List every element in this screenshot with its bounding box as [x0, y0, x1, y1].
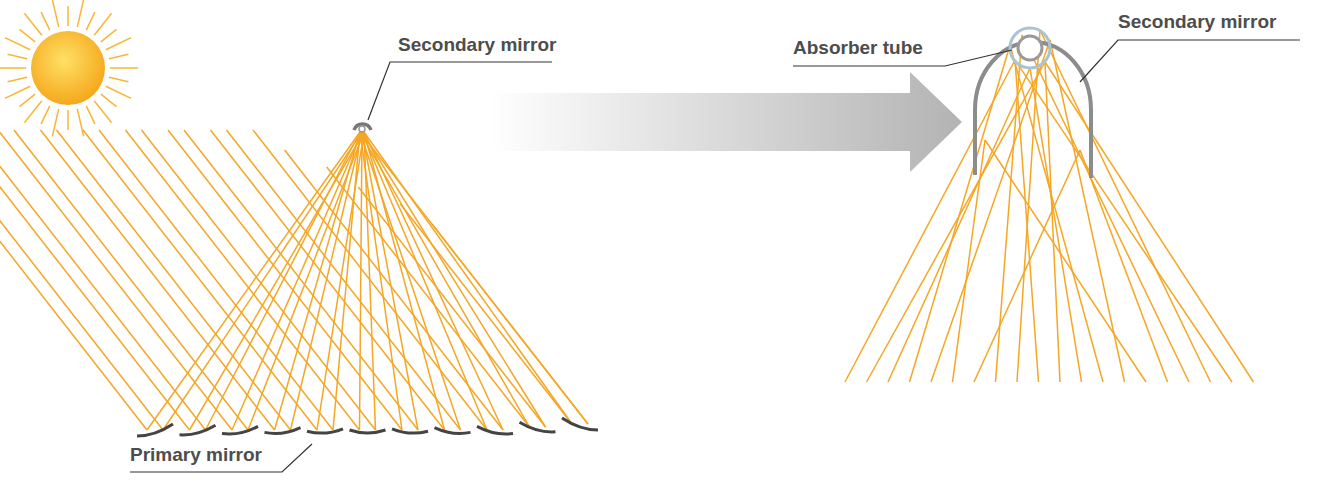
- ray: [1022, 35, 1189, 382]
- leader-line: [368, 62, 552, 120]
- sun: [31, 31, 105, 105]
- primary-mirror-segment: [477, 426, 513, 434]
- glass-envelope: [1010, 28, 1050, 68]
- ray: [0, 130, 147, 430]
- ray: [1045, 62, 1254, 382]
- ray: [41, 106, 50, 124]
- ray: [67, 110, 69, 130]
- primary-mirror-segment: [392, 429, 428, 433]
- ray: [24, 13, 41, 35]
- ray: [24, 101, 41, 123]
- ray: [360, 132, 588, 424]
- secondary-mirror: [975, 42, 1091, 178]
- ray: [142, 130, 376, 430]
- ray: [400, 204, 572, 424]
- ray: [101, 94, 117, 106]
- sun-rays: [0, 0, 138, 136]
- leader-lines: [130, 40, 1300, 472]
- ray: [362, 132, 546, 427]
- ray: [953, 140, 986, 382]
- ray: [996, 35, 1023, 382]
- ray: [20, 29, 36, 41]
- ray: [888, 68, 1030, 382]
- ray: [94, 13, 111, 35]
- ray: [86, 12, 95, 30]
- ray: [52, 0, 58, 27]
- primary-mirror-segment: [137, 424, 173, 436]
- ray: [41, 130, 275, 430]
- absorber-tube: [1018, 36, 1042, 60]
- ray: [101, 29, 117, 41]
- primary-mirror-segment: [222, 426, 258, 434]
- leader-line: [130, 444, 312, 472]
- ray: [360, 132, 530, 427]
- primary-mirrors: [137, 418, 598, 436]
- part-label: Secondary mirror: [398, 34, 556, 56]
- primary-mirror-segment: [265, 428, 301, 434]
- ray: [8, 77, 27, 81]
- ray: [94, 101, 111, 123]
- part-label: Secondary mirror: [1118, 11, 1276, 33]
- ray: [232, 132, 362, 430]
- primary-mirror-segment: [180, 425, 216, 435]
- ray: [110, 67, 138, 69]
- part-label: Absorber tube: [793, 37, 923, 59]
- ray: [327, 167, 530, 427]
- light-rays: [845, 30, 1254, 382]
- ray: [227, 130, 461, 430]
- ray: [83, 130, 317, 430]
- primary-mirror-segment: [350, 430, 386, 433]
- ray: [333, 132, 360, 430]
- ray: [77, 0, 83, 27]
- ray: [168, 130, 402, 430]
- ray: [109, 54, 128, 58]
- ray: [0, 130, 232, 430]
- ray: [1040, 30, 1211, 382]
- zoom-arrow: [490, 72, 962, 172]
- ray: [20, 94, 36, 106]
- ray: [910, 45, 1011, 382]
- part-label: Primary mirror: [130, 444, 262, 466]
- ray: [126, 130, 360, 430]
- ray: [275, 132, 361, 430]
- ray: [86, 106, 95, 124]
- ray: [190, 132, 365, 430]
- primary-mirror-segment: [520, 422, 556, 432]
- ray: [14, 130, 248, 430]
- ray: [1015, 60, 1232, 382]
- leader-line: [1080, 40, 1300, 82]
- ray: [67, 6, 69, 26]
- ray: [1030, 68, 1082, 382]
- ray: [5, 86, 30, 98]
- ray: [364, 132, 572, 424]
- ray: [106, 38, 131, 50]
- ray: [8, 54, 27, 58]
- primary-mirror-segment: [562, 418, 598, 430]
- ray: [106, 86, 131, 98]
- primary-mirror-segment: [435, 428, 471, 434]
- ray: [253, 130, 487, 430]
- ray: [5, 38, 30, 50]
- ray: [57, 130, 291, 430]
- ray: [360, 132, 363, 430]
- ray: [974, 150, 1080, 382]
- ray: [99, 130, 333, 430]
- ray: [845, 60, 1015, 382]
- ray: [77, 109, 83, 136]
- secondary-mirror-small: [354, 124, 371, 130]
- light-rays: [0, 130, 588, 430]
- ray: [0, 67, 26, 69]
- primary-mirror-segment: [307, 429, 343, 433]
- ray: [184, 130, 418, 430]
- ray: [109, 77, 128, 81]
- ray: [0, 130, 163, 430]
- ray: [0, 130, 206, 430]
- absorber-small: [359, 126, 365, 132]
- ray: [41, 12, 50, 30]
- ray: [358, 187, 545, 427]
